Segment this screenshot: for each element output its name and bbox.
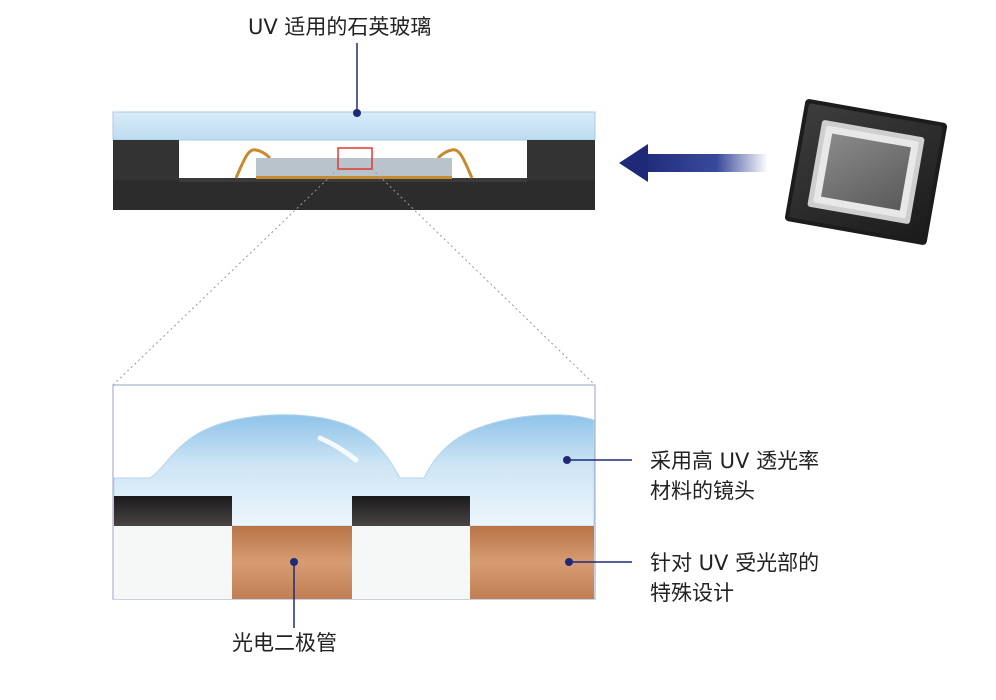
magnified-view <box>112 384 596 600</box>
sensor-die <box>256 158 452 178</box>
callout-dot-lens <box>563 456 571 464</box>
zoom-highlight-box <box>337 147 373 170</box>
label-photodiode-text: 光电二极管 <box>232 631 337 655</box>
bond-wire-left <box>234 148 272 179</box>
callout-dot-receiver <box>565 558 573 566</box>
callout-dot-quartz-glass <box>353 109 361 117</box>
package-base-top <box>179 178 527 182</box>
label-receiver-line1: 针对 UV 受光部的 <box>650 551 820 575</box>
substrate-left <box>114 526 232 599</box>
bond-wire-right <box>436 148 474 179</box>
package-left-wall <box>113 140 179 184</box>
label-photodiode: 光电二极管 <box>232 628 337 658</box>
zoom-line-right <box>371 168 596 386</box>
package-right-wall <box>527 140 595 184</box>
package-base <box>113 180 595 210</box>
package-cross-section <box>112 111 596 210</box>
label-lens-line1: 采用高 UV 透光率 <box>650 449 820 473</box>
label-lens-line2: 材料的镜头 <box>650 479 755 503</box>
quartz-glass-layer <box>112 111 596 141</box>
callout-dot-photodiode <box>290 558 298 566</box>
lens-highlight <box>317 435 359 463</box>
light-shield-right <box>352 496 470 526</box>
label-lens: 采用高 UV 透光率 材料的镜头 <box>650 446 819 506</box>
substrate-middle <box>352 526 470 599</box>
label-quartz-glass-text: UV 适用的石英玻璃 <box>248 15 432 39</box>
arrow-left-icon <box>619 144 768 182</box>
label-receiver-line2: 特殊设计 <box>650 581 734 605</box>
zoom-line-left <box>112 168 339 386</box>
image-sensor-chip-icon <box>784 99 948 245</box>
light-shield-left <box>114 496 232 526</box>
label-receiver: 针对 UV 受光部的 特殊设计 <box>650 548 819 608</box>
lens-layer <box>113 414 595 527</box>
label-quartz-glass: UV 适用的石英玻璃 <box>248 12 431 42</box>
die-attach <box>256 176 452 179</box>
